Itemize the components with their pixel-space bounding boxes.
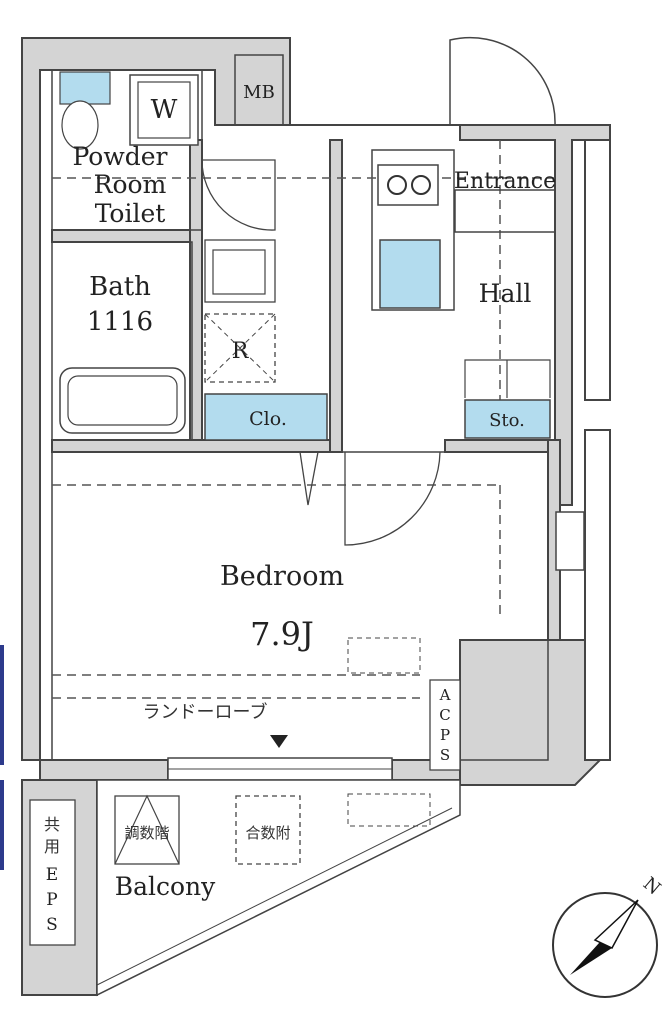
label-eps-4: P (46, 890, 57, 910)
left-accent-bar-2 (0, 780, 4, 870)
wall-bottom-left (39, 759, 169, 781)
entry-marker-arrow (270, 735, 288, 748)
kitchen-outline (371, 149, 455, 311)
label-acps-c: C (439, 706, 450, 724)
label-acps-p: P (440, 726, 450, 744)
compass-north-label: N (639, 873, 665, 899)
label-powder-3: Toilet (95, 199, 166, 228)
label-acps-a: A (439, 686, 451, 704)
bedroom-door-swing (344, 451, 441, 546)
powder-door-swing (201, 159, 276, 231)
stove-burner-2 (411, 175, 431, 195)
label-bedroom-size: 7.9J (250, 615, 314, 653)
washer-inner (137, 81, 191, 139)
stove-burner-1 (387, 175, 407, 195)
label-closet: Clo. (249, 408, 287, 430)
label-meter-box: MB (243, 82, 275, 103)
wall-kitchen (329, 139, 343, 453)
compass-ring (552, 892, 658, 998)
compass-needle-light (593, 899, 639, 949)
label-entrance: Entrance (454, 169, 556, 194)
entrance-step (454, 189, 556, 233)
refrigerator-cross2 (204, 313, 276, 383)
wash-basin-inner (212, 249, 266, 295)
wall-bedroom-top (51, 439, 343, 453)
wall-right-strip-lower (584, 429, 611, 761)
wall-outer-top-left (21, 37, 611, 761)
entrance-door-swing (449, 36, 556, 126)
label-hall: Hall (479, 279, 532, 308)
label-acps-s: S (440, 746, 450, 764)
label-bath-size: 1116 (87, 307, 153, 337)
closet-door-swing (299, 451, 319, 506)
evac-hatch-down-mark (114, 794, 180, 865)
label-evac-down: 調数階 (124, 824, 169, 842)
label-eps-1: 共 (44, 815, 60, 834)
bath-outline (51, 241, 193, 441)
label-eps-3: E (46, 865, 58, 885)
label-washer: W (151, 95, 178, 125)
label-laundry-pipe: ランドーローブ (143, 701, 268, 723)
label-bedroom: Bedroom (220, 561, 344, 592)
wall-right-strip (584, 139, 611, 401)
acps-box (429, 679, 461, 771)
toilet-fixture (59, 71, 111, 150)
label-powder-1: Powder (72, 142, 167, 171)
bathtub-inner (67, 375, 178, 426)
closet-box (204, 393, 328, 441)
window-right (555, 511, 585, 571)
label-balcony: Balcony (115, 872, 216, 901)
compass (552, 892, 658, 998)
outdoor-unit (347, 793, 431, 827)
toilet-bowl (61, 100, 99, 150)
balcony-rail-1 (96, 814, 461, 996)
wall-lower-right (459, 639, 601, 786)
wall-powder-bath (51, 229, 193, 243)
ac-unit (347, 637, 421, 674)
label-eps-2: 用 (44, 837, 60, 856)
washer-box (129, 74, 199, 146)
label-bath: Bath (89, 272, 151, 302)
toilet-tank (59, 71, 111, 105)
storage-box (464, 399, 551, 439)
label-refrigerator: R (232, 339, 250, 364)
balcony-rail-2 (96, 807, 453, 986)
meter-box-outline (234, 54, 284, 126)
powder-room-outline (51, 69, 203, 231)
label-eps-5: S (46, 915, 58, 935)
label-powder-2: Room (94, 170, 167, 199)
label-evac-up: 合数附 (245, 824, 290, 842)
evac-hatch-up (235, 795, 301, 865)
label-storage: Sto. (489, 410, 525, 431)
entrance-door (449, 36, 556, 233)
bathtub (59, 367, 186, 434)
storage-doors (464, 359, 551, 398)
left-accent-bar-1 (0, 645, 4, 765)
shared-eps-box (29, 799, 76, 946)
wall-hall-bottom (444, 439, 561, 453)
kitchen-sink (379, 239, 441, 309)
